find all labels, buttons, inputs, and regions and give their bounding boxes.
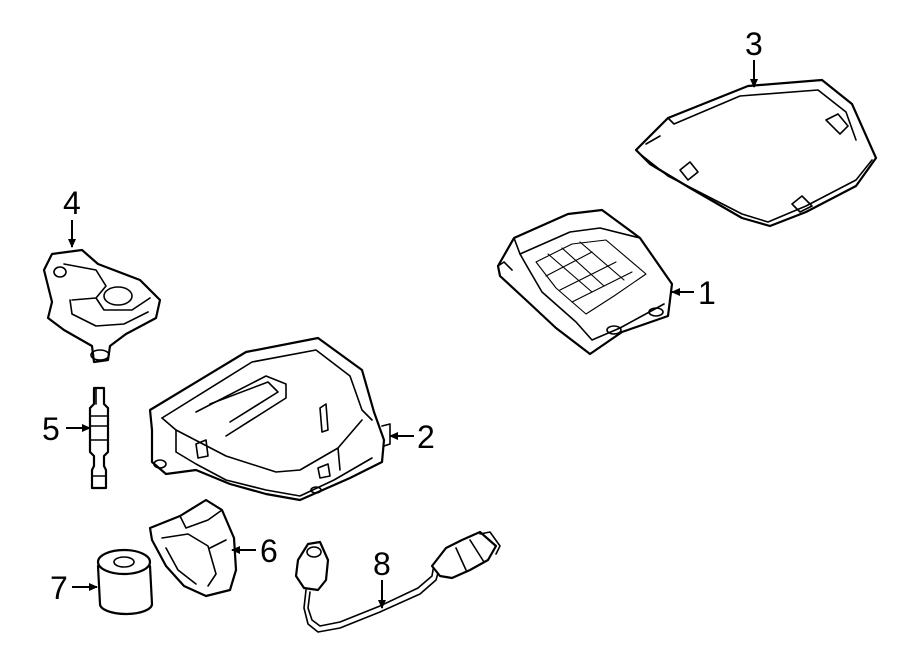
spark-plug-part: [88, 386, 110, 490]
callout-6: 6: [260, 533, 278, 569]
ecu-cover-part: [634, 78, 878, 228]
callout-3: 3: [745, 26, 763, 62]
knock-sensor-part: [294, 530, 501, 633]
callout-8: 8: [373, 546, 391, 582]
ecu-tray-part: [148, 336, 391, 502]
grommet-part: [96, 548, 154, 616]
callout-5: 5: [42, 411, 60, 447]
bracket-part: [148, 498, 238, 598]
callout-1: 1: [698, 275, 716, 311]
callout-4: 4: [63, 185, 81, 221]
ecu-module-part: [496, 208, 674, 356]
ignition-coil-part: [42, 248, 162, 364]
callout-2: 2: [417, 419, 435, 455]
callout-7: 7: [50, 570, 68, 606]
